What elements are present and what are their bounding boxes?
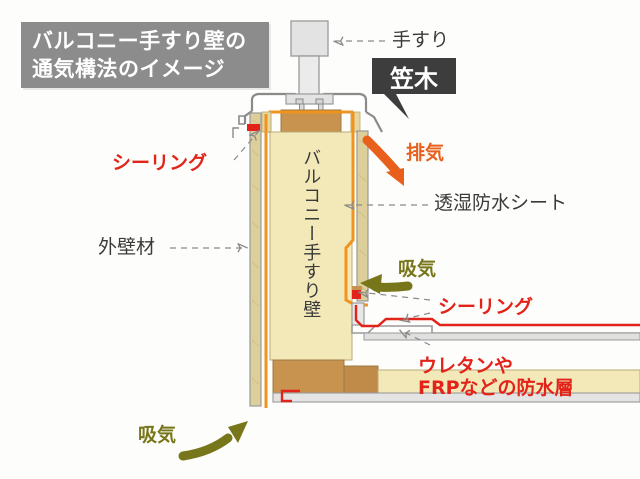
wall-core: [269, 131, 353, 361]
leader-sealing-upper: [359, 292, 431, 301]
title-banner: バルコニー手すり壁の通気構法のイメージ: [21, 22, 269, 88]
flashing-return: [232, 127, 239, 138]
bottom-joist-wood: [343, 365, 379, 394]
waterproof-membrane-floor: [354, 305, 640, 328]
bottom-deck-board: [272, 392, 640, 403]
label-breathable-sheet: 透湿防水シート: [434, 192, 568, 214]
coping-right-drip: [365, 111, 383, 133]
label-intake-right: 吸気: [398, 258, 437, 280]
handrail-cap: [290, 20, 329, 57]
coping-callout-box: 笠木: [372, 58, 456, 94]
exterior-wall-material: [249, 112, 262, 407]
breathable-waterproof-sheet: [356, 130, 369, 302]
title-line-1: バルコニー手すり壁の: [32, 29, 247, 53]
intake-bottom-arrow-head: [228, 421, 248, 443]
exhaust-arrow-head: [386, 168, 404, 186]
exhaust-arrow-shaft: [362, 135, 402, 177]
bolt-head-right: [315, 98, 324, 105]
title-line-2: 通気構法のイメージ: [32, 56, 226, 81]
label-exterior-wall: 外壁材: [98, 236, 156, 258]
title-text: バルコニー手すり壁の通気構法のイメージ: [32, 28, 247, 83]
coping-callout-pointer: [382, 92, 409, 119]
sealing-mark-mid: [352, 288, 361, 299]
label-handrail: 手すり: [392, 29, 450, 51]
label-balcony-handrail-wall: バルコニー手すり壁: [300, 148, 322, 319]
label-intake-bottom: 吸気: [138, 424, 177, 446]
sealing-mark-top: [247, 124, 260, 131]
sealing-backer-mid: [352, 286, 362, 290]
bottom-sill-wood: [272, 359, 345, 394]
intake-right-arrow-shaft: [371, 281, 413, 292]
waterproof-layer-line-1: ウレタンや: [418, 355, 514, 377]
waterproof-membrane-bottom: [280, 389, 300, 403]
intake-bottom-arrow-shaft: [178, 433, 233, 461]
exterior-wall-texture: [251, 119, 260, 385]
intake-right-arrow-head: [360, 274, 382, 294]
coping-callout-label: 笠木: [390, 64, 438, 93]
label-sealing-bottom: シーリング: [438, 296, 534, 318]
waterproof-layer-line-2: FRPなどの防水層: [418, 377, 574, 400]
bolt-head-left: [295, 98, 304, 105]
label-sealing-top: シーリング: [112, 152, 208, 174]
coping-flashing-lip: [238, 115, 245, 125]
post-base-plate: [285, 93, 334, 105]
balcony-floor-slab: [363, 332, 640, 341]
top-right-filler: [350, 111, 361, 133]
leader-waterproof-layer: [400, 330, 431, 346]
leader-sealing-lower: [400, 312, 431, 320]
label-exhaust: 排気: [406, 142, 445, 164]
